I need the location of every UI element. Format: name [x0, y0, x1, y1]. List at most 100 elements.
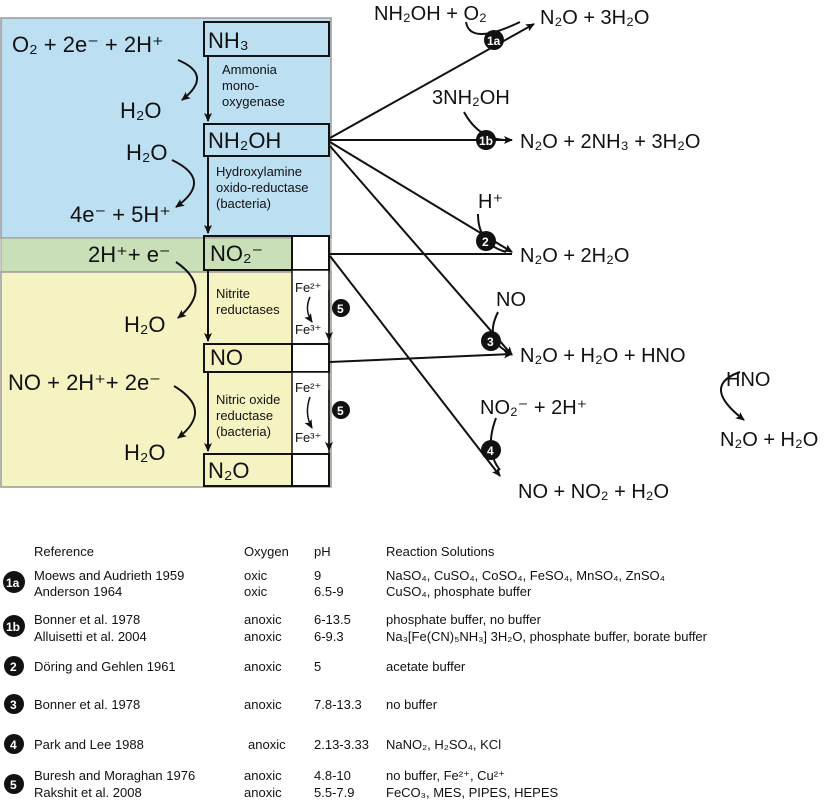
row6-ph: 2.13-3.33 [314, 737, 369, 752]
fe-lower-a: Fe²⁺ [295, 380, 321, 395]
table-marker-2-text: 2 [10, 660, 17, 674]
table-marker-1b-text: 1b [6, 620, 20, 634]
fe-lower-b: Fe³⁺ [295, 430, 321, 445]
step1-input: O₂ + 2e⁻ + 2H⁺ [12, 32, 164, 57]
table-marker-2-circle [4, 656, 24, 676]
step4-enzyme-line1: Nitric oxide [216, 392, 280, 407]
row0-ph: 9 [314, 568, 321, 583]
row4-solutions: acetate buffer [386, 659, 466, 674]
marker-3-circle [481, 331, 501, 351]
marker-1b-text: 1b [479, 134, 493, 148]
fe-upper-b: Fe³⁺ [295, 322, 321, 337]
step3-output: H₂O [124, 312, 166, 337]
r1a-products: N₂O + 3H₂O [540, 7, 649, 29]
row0-oxygen: oxic [244, 568, 268, 583]
row7-ph: 4.8-10 [314, 768, 351, 783]
row8-reference: Rakshit et al. 2008 [34, 785, 142, 800]
row2-solutions: phosphate buffer, no buffer [386, 612, 542, 627]
row6-reference: Park and Lee 1988 [34, 737, 144, 752]
fe-upper-a: Fe²⁺ [295, 280, 321, 295]
nh3-label: NH₃ [208, 28, 249, 53]
r3b-reactant: HNO [726, 369, 770, 391]
ammonia-oxidation-zone [0, 17, 332, 239]
row0-reference: Moews and Audrieth 1959 [34, 568, 184, 583]
marker-1a-text: 1a [487, 34, 501, 48]
marker-5-lower-circle [332, 401, 350, 419]
curve-arrow-3 [175, 261, 197, 319]
row3-ph: 6-9.3 [314, 629, 344, 644]
step1-output: H₂O [120, 98, 162, 123]
table-row: Döring and Gehlen 1961 anoxic 5 acetate … [34, 659, 466, 674]
row3-oxygen: anoxic [244, 629, 282, 644]
row8-ph: 5.5-7.9 [314, 785, 354, 800]
row1-ph: 6.5-9 [314, 584, 344, 599]
curve-arrow-4 [173, 385, 196, 439]
marker-2-text: 2 [482, 235, 489, 249]
row7-oxygen: anoxic [244, 768, 282, 783]
marker-4-circle [481, 440, 501, 460]
table-row: Alluisetti et al. 2004 anoxic 6-9.3 Na₃[… [34, 629, 708, 644]
nh3-box [203, 21, 330, 57]
row3-solutions: Na₃[Fe(CN)₅NH₃] 3H₂O, phosphate buffer, … [386, 629, 708, 644]
table-header-ph: pH [314, 544, 331, 559]
step4-input: NO + 2H⁺+ 2e⁻ [8, 370, 161, 395]
step2-output: 4e⁻ + 5H⁺ [70, 202, 171, 227]
step2-input: H₂O [126, 140, 168, 165]
row2-ph: 6-13.5 [314, 612, 351, 627]
row2-oxygen: anoxic [244, 612, 282, 627]
fe-upper-curve [304, 296, 313, 323]
r3b-products: N₂O + H₂O [720, 429, 818, 451]
step3-input: 2H⁺+ e⁻ [88, 242, 171, 267]
row1-solutions: CuSO₄, phosphate buffer [386, 584, 532, 599]
marker-3-text: 3 [487, 335, 494, 349]
row1-reference: Anderson 1964 [34, 584, 122, 599]
r1a-reactants: NH₂OH + O₂ [374, 3, 487, 25]
row5-solutions: no buffer [386, 697, 438, 712]
step4-enzyme-line2: reductase [216, 408, 273, 423]
arrow-no-to-3 [329, 350, 513, 363]
nitrite-reduction-zone [0, 271, 332, 488]
no2-label: NO₂⁻ [210, 241, 263, 266]
step2-enzyme-line1: Hydroxylamine [216, 164, 302, 179]
nh2oh-box [203, 123, 330, 157]
curve-arrow-2 [171, 159, 195, 208]
marker-5-upper-circle [332, 299, 350, 317]
row4-oxygen: anoxic [244, 659, 282, 674]
table-row: Park and Lee 1988 anoxic 2.13-3.33 NaNO₂… [34, 737, 501, 752]
arrow-no2-to-4 [329, 255, 501, 477]
no-side-box [291, 343, 330, 373]
step2-enzyme-line3: (bacteria) [216, 196, 271, 211]
table-header-solutions: Reaction Solutions [386, 544, 495, 559]
marker-1b-circle [476, 130, 496, 150]
table-marker-4-text: 4 [10, 738, 17, 752]
row6-oxygen: anoxic [248, 737, 286, 752]
table-marker-4-circle [4, 734, 24, 754]
fe-lower-curve [304, 396, 313, 429]
row1-oxygen: oxic [244, 584, 268, 599]
r3-products: N₂O + H₂O + HNO [520, 345, 686, 367]
step1-enzyme-line2: mono- [222, 78, 259, 93]
table-row: Rakshit et al. 2008 anoxic 5.5-7.9 FeCO₃… [34, 785, 559, 800]
curve-3b [720, 371, 745, 421]
row8-oxygen: anoxic [244, 785, 282, 800]
marker-1a-circle [484, 30, 504, 50]
step4-enzyme-line3: (bacteria) [216, 424, 271, 439]
nitrite-band [0, 237, 332, 273]
row2-reference: Bonner et al. 1978 [34, 612, 140, 627]
table-row: Buresh and Moraghan 1976 anoxic 4.8-10 n… [34, 768, 505, 783]
r1b-reactant: 3NH₂OH [432, 87, 510, 109]
r4-products: NO + NO₂ + H₂O [518, 481, 669, 503]
row8-solutions: FeCO₃, MES, PIPES, HEPES [386, 785, 559, 800]
r2-reactant: H⁺ [478, 191, 503, 213]
no2-side-box [291, 235, 330, 271]
row5-ph: 7.8-13.3 [314, 697, 362, 712]
table-row: Bonner et al. 1978 anoxic 6-13.5 phospha… [34, 612, 542, 627]
table-marker-1b-circle [3, 615, 25, 637]
row6-solutions: NaNO₂, H₂SO₄, KCl [386, 737, 501, 752]
step1-enzyme-line1: Ammonia [222, 62, 278, 77]
row5-reference: Bonner et al. 1978 [34, 697, 140, 712]
row7-reference: Buresh and Moraghan 1976 [34, 768, 195, 783]
step3-enzyme-line2: reductases [216, 302, 280, 317]
table-row: Moews and Audrieth 1959 oxic 9 NaSO₄, Cu… [34, 568, 665, 583]
r3-reactant: NO [496, 289, 526, 311]
